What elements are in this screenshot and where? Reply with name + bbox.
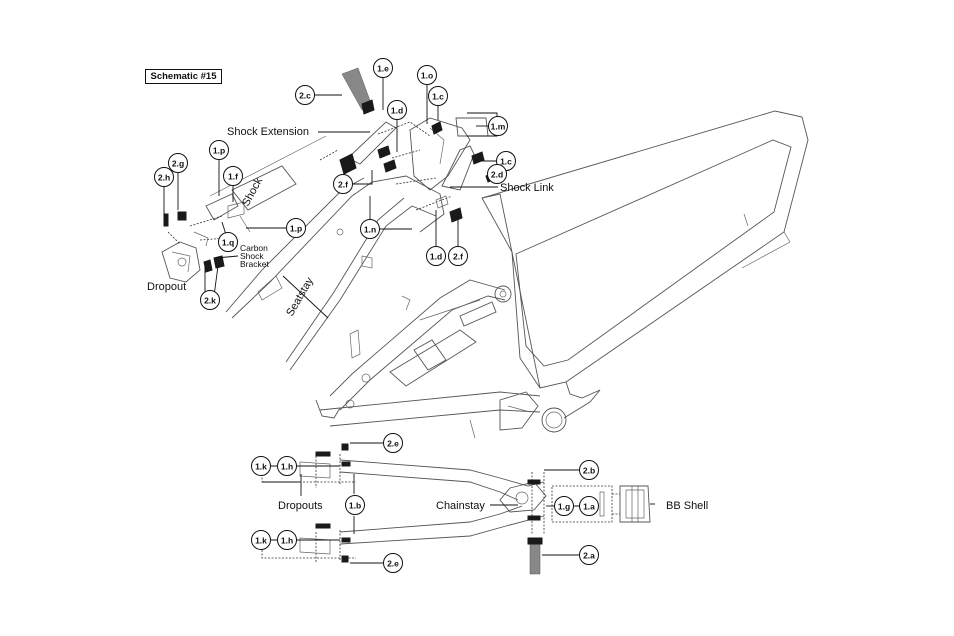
label-dropouts: Dropouts: [278, 500, 323, 512]
callout-2-c: 2.c: [296, 86, 315, 105]
callout-label: 1.c: [500, 157, 512, 167]
callout-1-m: 1.m: [489, 117, 508, 136]
callout-1-h-bottom: 1.h: [278, 531, 297, 550]
callout-label: 1.g: [558, 502, 570, 512]
callout-label: 2.b: [583, 466, 595, 476]
callout-label: 1.a: [583, 502, 595, 512]
label-shock-extension: Shock Extension: [227, 126, 309, 138]
callout-1-c-top: 1.c: [429, 87, 448, 106]
dropout-parts: [162, 212, 228, 282]
callout-2-e-bottom: 2.e: [384, 554, 403, 573]
callout-label: 2.e: [387, 559, 399, 569]
callout-label: 1.p: [290, 224, 302, 234]
callout-1-k-top: 1.k: [252, 457, 271, 476]
callout-label: 1.c: [432, 92, 444, 102]
callout-2-d: 2.d: [488, 165, 507, 184]
callout-label: 2.e: [387, 439, 399, 449]
callout-label: 1.m: [491, 122, 506, 132]
callout-1-o: 1.o: [418, 66, 437, 85]
callout-label: 1.f: [228, 172, 238, 182]
callout-label: 2.k: [204, 296, 216, 306]
callout-1-k-bottom: 1.k: [252, 531, 271, 550]
label-bb-shell: BB Shell: [666, 500, 708, 512]
callout-label: 1.h: [281, 462, 293, 472]
callout-label: 1.k: [255, 462, 267, 472]
callout-label: 1.d: [430, 252, 442, 262]
callout-1-d-top: 1.d: [388, 101, 407, 120]
callout-bubbles: 1.e 1.o 2.c 1.c 1.d 1.m 1.p 2.g 1.f 2.h 1.c 2.d 2.f 1…: [155, 59, 599, 573]
callout-label: 2.h: [158, 173, 170, 183]
callout-2-k: 2.k: [201, 291, 220, 310]
callout-2-f-left: 2.f: [334, 175, 353, 194]
callout-1-a: 1.a: [580, 497, 599, 516]
callout-label: 2.c: [299, 91, 311, 101]
label-carbon-bracket: Bracket: [240, 259, 269, 269]
callout-label: 1.k: [255, 536, 267, 546]
callout-label: 2.f: [338, 180, 348, 190]
callout-1-p-top: 1.p: [210, 141, 229, 160]
callout-1-q: 1.q: [219, 233, 238, 252]
callout-1-b: 1.b: [346, 496, 365, 515]
main-frame: [316, 111, 808, 438]
callout-1-g: 1.g: [555, 497, 574, 516]
callout-label: 1.n: [364, 225, 376, 235]
callout-2-f-right: 2.f: [449, 247, 468, 266]
callout-2-h: 2.h: [155, 168, 174, 187]
callout-2-e-top: 2.e: [384, 434, 403, 453]
callout-label: 1.p: [213, 146, 225, 156]
callout-label: 1.e: [377, 64, 389, 74]
callout-1-p-mid: 1.p: [287, 219, 306, 238]
callout-1-e: 1.e: [374, 59, 393, 78]
callout-label: 1.h: [281, 536, 293, 546]
callout-2-g: 2.g: [169, 154, 188, 173]
label-shock-link: Shock Link: [500, 182, 554, 194]
callout-label: 2.d: [491, 170, 503, 180]
label-chainstay: Chainstay: [436, 500, 485, 512]
callout-label: 2.f: [453, 252, 463, 262]
label-dropout: Dropout: [147, 281, 186, 293]
callout-label: 1.b: [349, 501, 361, 511]
callout-1-f: 1.f: [224, 167, 243, 186]
shock-link-group: [320, 68, 502, 222]
callout-label: 2.a: [583, 551, 595, 561]
callout-label: 1.q: [222, 238, 234, 248]
callout-label: 1.d: [391, 106, 403, 116]
callout-1-n: 1.n: [361, 220, 380, 239]
seatstay-exploded: [226, 176, 444, 370]
callout-1-h-top: 1.h: [278, 457, 297, 476]
callout-1-d-bottom: 1.d: [427, 247, 446, 266]
callout-2-a: 2.a: [580, 546, 599, 565]
callout-label: 1.o: [421, 71, 433, 81]
leader-lines: [164, 77, 655, 563]
callout-2-b: 2.b: [580, 461, 599, 480]
label-shock: Shock: [240, 175, 265, 208]
callout-label: 2.g: [172, 159, 184, 169]
